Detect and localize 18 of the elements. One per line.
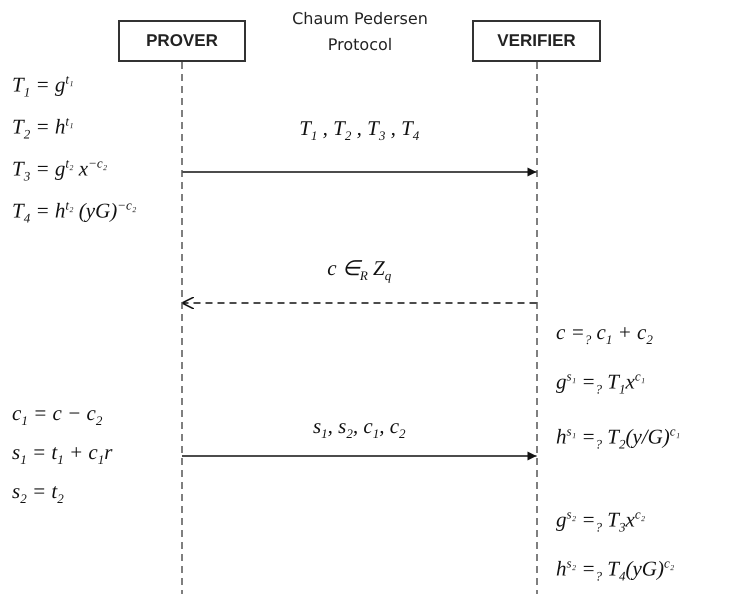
actor-box: PROVER xyxy=(118,20,246,62)
equation: c$_{1}$ = c − c$_{2}$ xyxy=(12,400,102,430)
equation: g$^{s₁}$ =$_{?}$ T$_{1}$x$^{c₁}$ xyxy=(556,368,646,398)
actor-box: VERIFIER xyxy=(472,20,601,62)
equation: T$_{3}$ = g$^{t₂}$ x$^{−c₂}$ xyxy=(12,155,108,185)
equation: T$_{2}$ = h$^{t₁}$ xyxy=(12,113,74,143)
arrow xyxy=(182,168,536,176)
arrow xyxy=(182,452,536,460)
dashed-arrow xyxy=(181,296,536,310)
diagram-title: Chaum Pedersen Protocol xyxy=(291,8,429,56)
equation: T$_{4}$ = h$^{t₂}$ (yG)$^{−c₂}$ xyxy=(12,197,136,227)
equation: s$_{1}$ = t$_{1}$ + c$_{1}$r xyxy=(12,440,112,468)
equation: T$_{1}$ = g$^{t₁}$ xyxy=(12,71,74,101)
equation: s$_{2}$ = t$_{2}$ xyxy=(12,478,64,508)
equation: c =$_{?}$ c$_{1}$ + c$_{2}$ xyxy=(556,320,653,348)
equation: h$^{s₂}$ =$_{?}$ T$_{4}$(yG)$^{c₂}$ xyxy=(556,555,674,585)
equation: g$^{s₂}$ =$_{?}$ T$_{3}$x$^{c₂}$ xyxy=(556,506,646,536)
equation: h$^{s₁}$ =$_{?}$ T$_{2}$(y/G)$^{c₁}$ xyxy=(556,423,680,453)
